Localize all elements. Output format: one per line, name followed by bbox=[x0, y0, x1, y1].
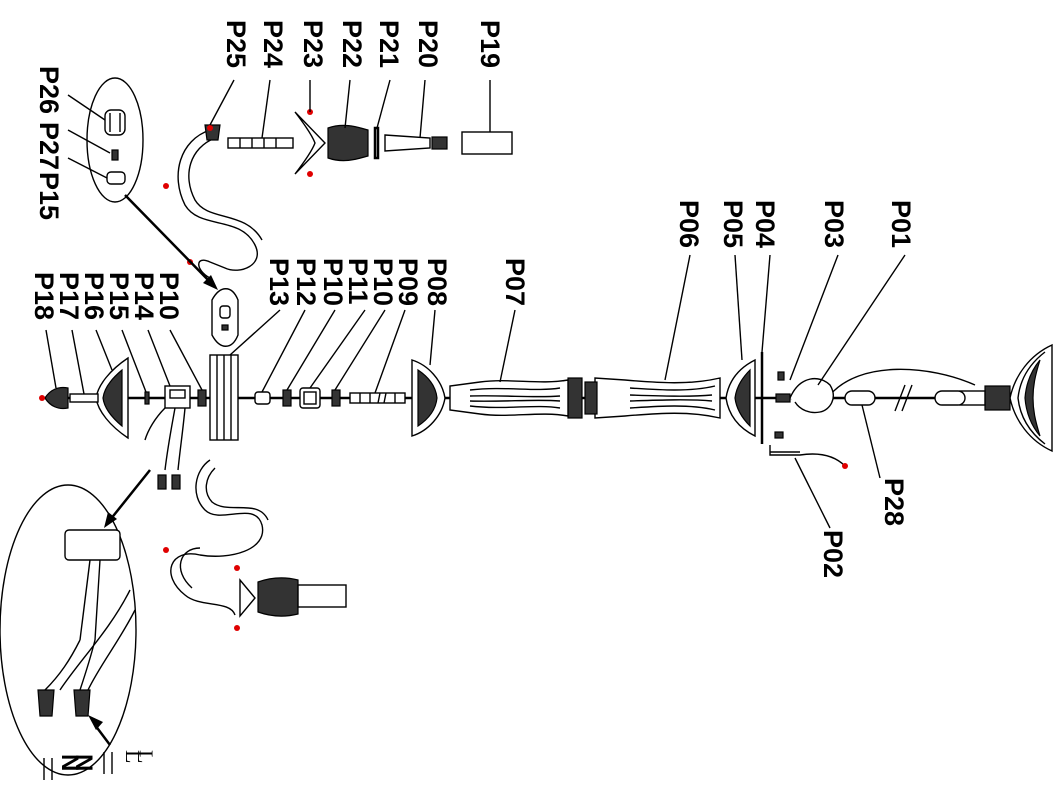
label-p07: P07 bbox=[500, 258, 530, 306]
label-p16: P16 bbox=[79, 272, 109, 320]
label-p12: P12 bbox=[291, 258, 321, 306]
label-p01: P01 bbox=[886, 200, 916, 248]
detail-arrow-upper bbox=[124, 194, 239, 347]
label-p05: P05 bbox=[718, 200, 748, 248]
side-bracket bbox=[769, 431, 848, 469]
washers-and-nuts bbox=[254, 387, 341, 409]
small-parts-detail bbox=[67, 77, 144, 203]
socket-assembly bbox=[144, 385, 207, 490]
arm-body bbox=[209, 354, 239, 441]
label-p10-b: P10 bbox=[318, 258, 348, 306]
wiring-detail bbox=[0, 484, 137, 776]
label-p09: P09 bbox=[393, 258, 423, 306]
ceiling-hook bbox=[775, 371, 834, 414]
label-p15-detail: P15 bbox=[34, 172, 64, 220]
lower-column bbox=[449, 377, 583, 419]
upper-column bbox=[584, 377, 721, 419]
label-p18: P18 bbox=[29, 272, 59, 320]
label-p26: P26 bbox=[34, 66, 64, 114]
label-p13: P13 bbox=[264, 258, 294, 306]
label-p03: P03 bbox=[819, 200, 849, 248]
detail-arrow-lower bbox=[104, 469, 151, 528]
label-p04: P04 bbox=[750, 200, 780, 248]
upper-cup bbox=[725, 352, 764, 444]
threaded-rod bbox=[349, 392, 406, 404]
label-p22: P22 bbox=[337, 20, 367, 68]
lower-arm bbox=[163, 459, 347, 631]
label-p14: P14 bbox=[129, 272, 159, 320]
upper-arm-candle-parts bbox=[227, 109, 513, 177]
label-neutral-1: N bbox=[56, 754, 83, 771]
label-p10-a: P10 bbox=[154, 272, 184, 320]
label-p02: P02 bbox=[818, 530, 848, 578]
label-p08: P08 bbox=[422, 258, 452, 306]
label-p17: P17 bbox=[54, 272, 84, 320]
label-p11: P11 bbox=[343, 258, 373, 305]
label-p24: P24 bbox=[258, 20, 288, 68]
label-live-1: L bbox=[121, 750, 146, 763]
label-p15: P15 bbox=[104, 272, 134, 320]
upper-arm bbox=[163, 124, 263, 279]
wiring-labels: N N L L bbox=[43, 750, 158, 780]
label-p25: P25 bbox=[221, 20, 251, 68]
label-p10-c: P10 bbox=[368, 258, 398, 306]
label-p21: P21 bbox=[374, 20, 404, 68]
label-p20: P20 bbox=[413, 20, 443, 68]
label-p06: P06 bbox=[674, 200, 704, 248]
ceiling-canopy bbox=[959, 343, 1053, 453]
label-p28: P28 bbox=[879, 478, 909, 526]
hanging-chain bbox=[829, 368, 976, 412]
label-neutral-2: N bbox=[70, 754, 97, 771]
center-cup bbox=[411, 359, 446, 437]
label-p27: P27 bbox=[34, 122, 64, 170]
label-p23: P23 bbox=[298, 20, 328, 68]
label-p19: P19 bbox=[475, 20, 505, 68]
part-labels: P25 P24 P23 P22 P21 P20 P19 P26 P27 P15 … bbox=[29, 20, 916, 578]
leader-lines bbox=[45, 79, 906, 529]
bottom-finial bbox=[39, 386, 99, 410]
label-live-2: L bbox=[133, 750, 158, 763]
